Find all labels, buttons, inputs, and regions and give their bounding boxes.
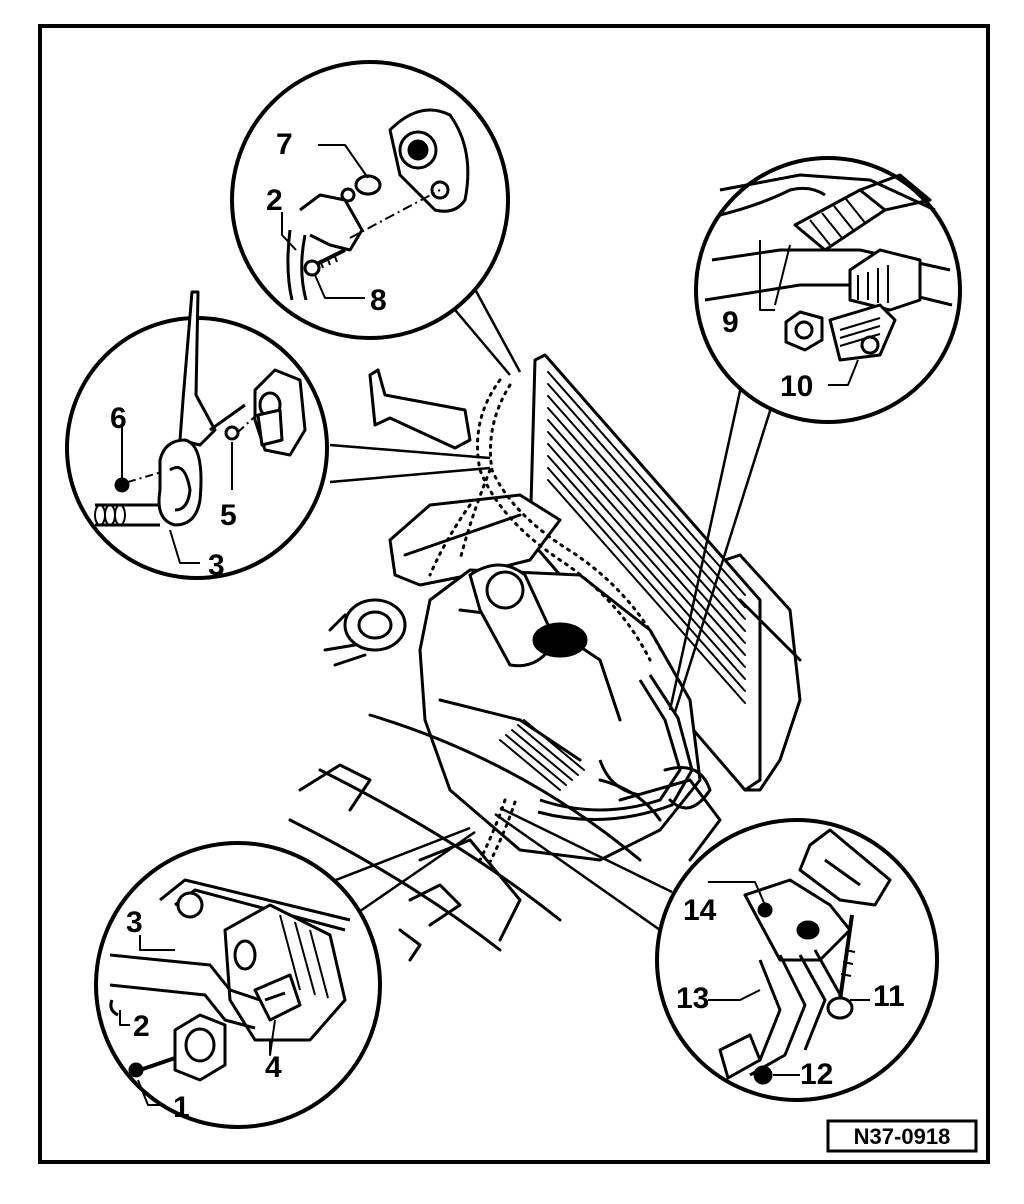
drawing-code-box: N37-0918	[826, 1119, 978, 1153]
callout-2: 2	[266, 184, 283, 217]
callout-8: 8	[370, 284, 387, 317]
detail-circle-top-center: 7 2 8	[230, 60, 510, 340]
refrigerant-pipes	[537, 674, 694, 822]
leader-lines	[309, 279, 778, 932]
callout-5: 5	[220, 499, 237, 532]
detail-circle-bottom-left: 3 2 4 1	[94, 841, 382, 1129]
callout-1: 1	[173, 1091, 190, 1124]
callout-14: 14	[683, 894, 717, 927]
engine-assembly	[288, 353, 802, 962]
callout-11: 11	[873, 980, 905, 1013]
callout-2-lower: 2	[133, 1010, 150, 1043]
callout-3-lower: 3	[126, 906, 143, 939]
callout-10: 10	[780, 370, 813, 403]
detail-circle-bottom-right: 14 13 11 12	[655, 818, 939, 1102]
callout-7: 7	[276, 128, 293, 161]
detail-circle-top-right: 9 10	[694, 156, 962, 424]
callout-6: 6	[110, 402, 127, 435]
callout-12: 12	[800, 1058, 833, 1091]
refrigerant-line-route	[428, 378, 664, 864]
callout-3: 3	[208, 549, 225, 582]
callout-4: 4	[265, 1051, 282, 1084]
callout-9: 9	[722, 306, 739, 339]
callout-13: 13	[676, 982, 709, 1015]
detail-circle-middle-left: 6 5 3	[65, 290, 329, 582]
drawing-code: N37-0918	[854, 1124, 951, 1149]
